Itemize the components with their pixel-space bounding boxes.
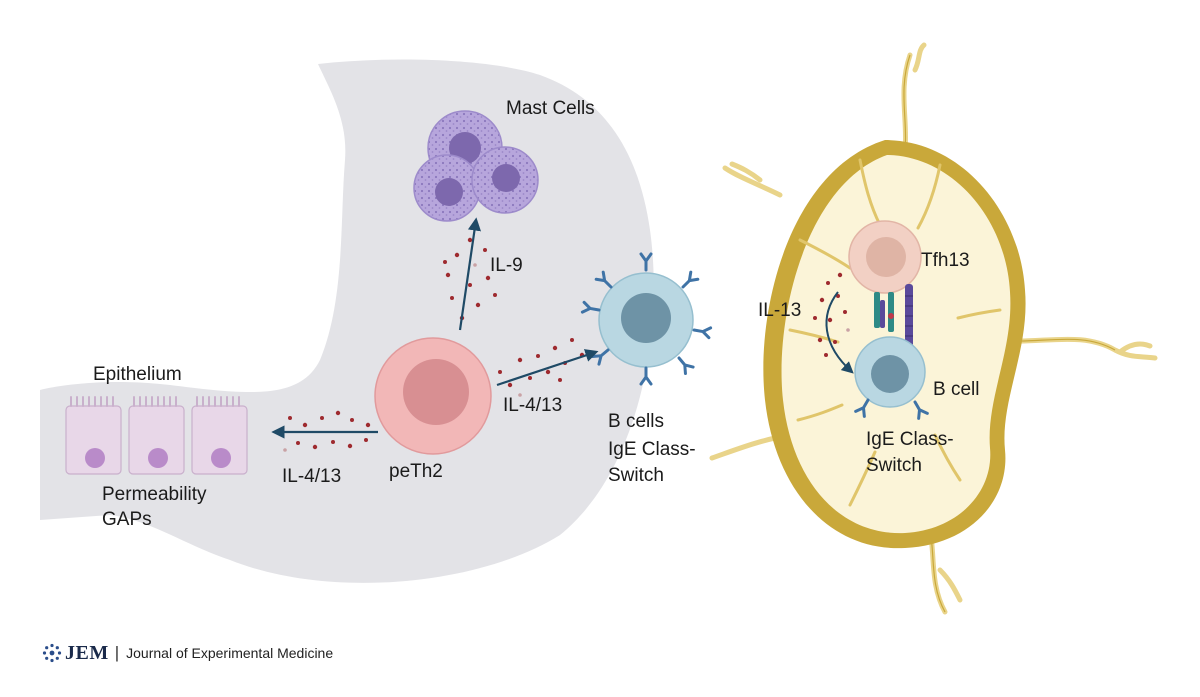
il9-cytokines: [443, 237, 497, 321]
mast-cells-cluster: [413, 110, 539, 222]
ige-class-switch-left-line2: Switch: [608, 465, 664, 486]
peth2-cell: [374, 337, 492, 455]
footer-separator: |: [114, 643, 120, 662]
b-cell-lymph-node: [854, 336, 929, 420]
il9-arrow: [458, 217, 482, 331]
ige-class-switch-left-line1: IgE Class-: [608, 439, 696, 460]
il413-mid-cytokines: [498, 338, 585, 397]
il413-mid-label: IL-4/13: [503, 395, 563, 416]
b-cell-label: B cell: [933, 379, 980, 400]
il413-left-cytokines: [283, 410, 371, 452]
peth2-label: peTh2: [389, 461, 443, 482]
jem-logo-text: JEM: [65, 641, 109, 664]
b-cell-stomach: [580, 252, 713, 386]
tfh13-label: Tfh13: [921, 250, 970, 271]
lymph-node: [709, 42, 1158, 615]
epithelium-cells: [65, 396, 248, 475]
il13-label: IL-13: [758, 300, 802, 321]
gaps-label: GAPs: [102, 509, 152, 530]
receptor-pairs: [874, 284, 913, 354]
b-cells-label: B cells: [608, 411, 664, 432]
ige-class-switch-right-line2: Switch: [866, 455, 922, 476]
journal-name: Journal of Experimental Medicine: [126, 645, 334, 661]
il9-label: IL-9: [490, 255, 523, 276]
journal-footer: JEM | Journal of Experimental Medicine: [42, 641, 333, 665]
mast-cells-label: Mast Cells: [506, 98, 595, 119]
ige-class-switch-right-line1: IgE Class-: [866, 429, 954, 450]
il13-cytokines: [813, 272, 850, 357]
il413-mid-arrow: [496, 349, 599, 387]
jem-logo-icon: [42, 643, 62, 663]
il413-left-label: IL-4/13: [282, 466, 342, 487]
epithelium-label: Epithelium: [93, 364, 182, 385]
tfh13-cell: [848, 220, 922, 294]
permeability-label: Permeability: [102, 484, 207, 505]
il13-arrow: [825, 291, 854, 374]
